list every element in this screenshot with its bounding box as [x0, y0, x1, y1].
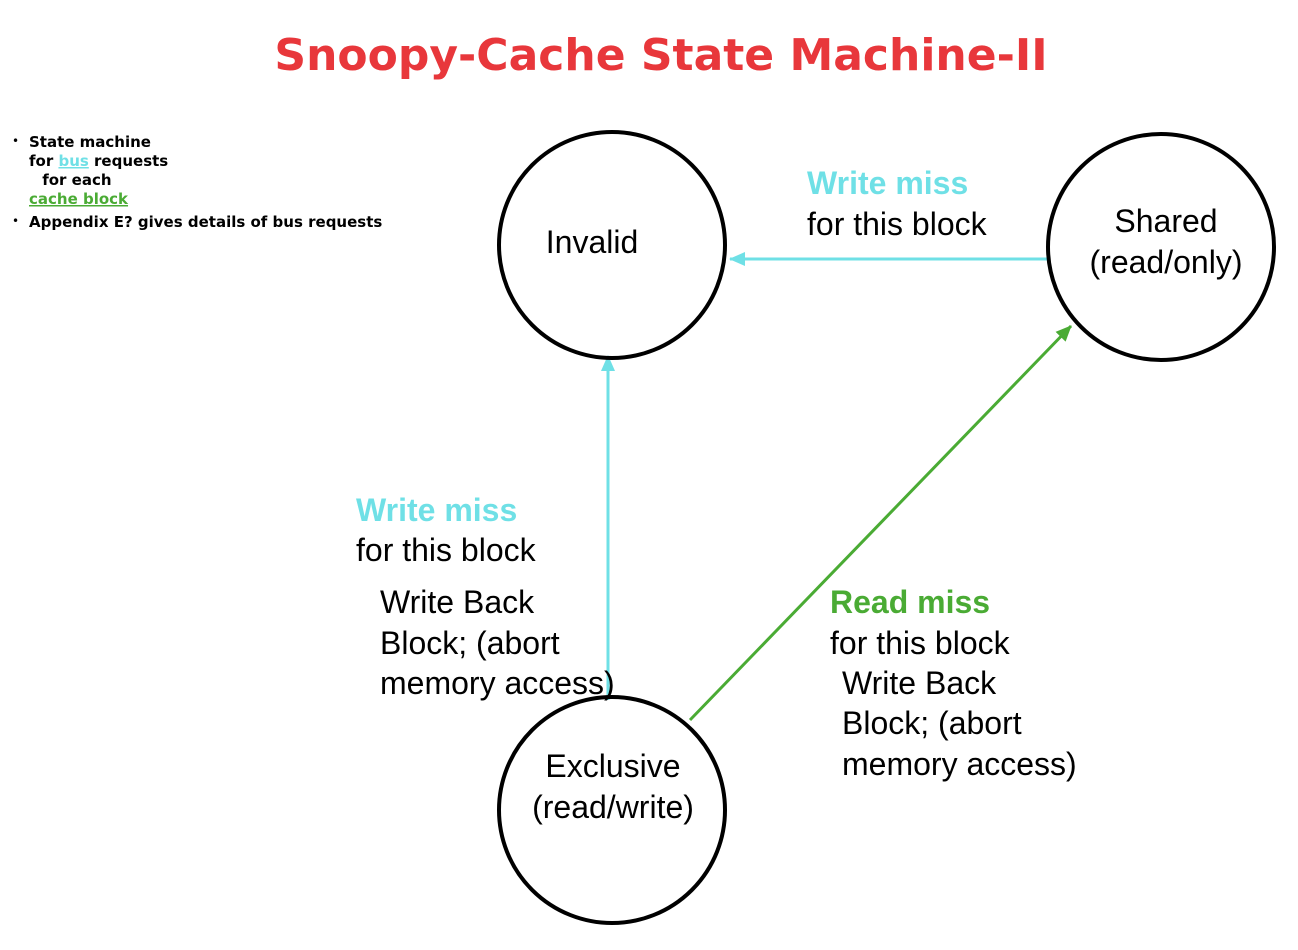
transition-label-exclusive-to-invalid: Write miss for this block Write Back Blo… [356, 492, 615, 701]
bullet-item: • Appendix E? gives details of bus reques… [12, 213, 382, 231]
bullet-text-segment: State machine [29, 133, 151, 151]
bus-link[interactable]: bus [58, 152, 88, 170]
arrow-exclusive-to-shared [688, 324, 1073, 722]
transition-action-line: Write Back [380, 584, 535, 620]
transition-action-line: Block; (abort [380, 625, 560, 661]
state-exclusive: Exclusive (read/write) [497, 695, 727, 925]
state-label: Exclusive [545, 748, 680, 784]
transition-action-line: memory access) [842, 746, 1077, 782]
transition-event: Write miss [356, 492, 517, 528]
transition-action-line: memory access) [380, 665, 615, 701]
state-circle [1046, 132, 1276, 362]
bullet-text-segment: Appendix E? gives details of bus request… [29, 213, 382, 231]
transition-action-line: Write Back [842, 665, 997, 701]
transition-event-detail: for this block [807, 206, 988, 242]
bullet-dot-icon: • [12, 214, 19, 228]
bullet-line: cache block [29, 190, 129, 208]
state-label: Invalid [546, 224, 639, 260]
state-shared: Shared (read/only) [1046, 132, 1276, 362]
state-circle [497, 695, 727, 925]
transition-label-exclusive-to-shared: Read miss for this block Write Back Bloc… [830, 584, 1077, 782]
transition-event: Read miss [830, 584, 990, 620]
transition-action-line: Block; (abort [842, 705, 1022, 741]
bullet-line: for each [37, 171, 112, 189]
transition-event: Write miss [807, 165, 968, 201]
state-label: Shared [1114, 203, 1217, 239]
state-sublabel: (read/only) [1090, 244, 1243, 280]
bullet-dot-icon: • [12, 134, 19, 148]
cache-link[interactable]: cache block [29, 190, 129, 208]
transition-event-detail: for this block [356, 532, 537, 568]
bullet-text-segment: for [29, 152, 58, 170]
state-invalid: Invalid [497, 130, 727, 360]
bullet-line: Appendix E? gives details of bus request… [29, 213, 382, 231]
bullet-text-segment: requests [89, 152, 168, 170]
bullet-text-segment: for each [37, 171, 112, 189]
state-circle [497, 130, 727, 360]
transition-label-shared-to-invalid: Write miss for this block [807, 165, 988, 242]
state-sublabel: (read/write) [532, 789, 694, 825]
slide-title: Snoopy-Cache State Machine-II [274, 30, 1047, 81]
bullet-line: State machine [29, 133, 151, 151]
bullet-line: for bus requests [29, 152, 168, 170]
transition-event-detail: for this block [830, 625, 1011, 661]
